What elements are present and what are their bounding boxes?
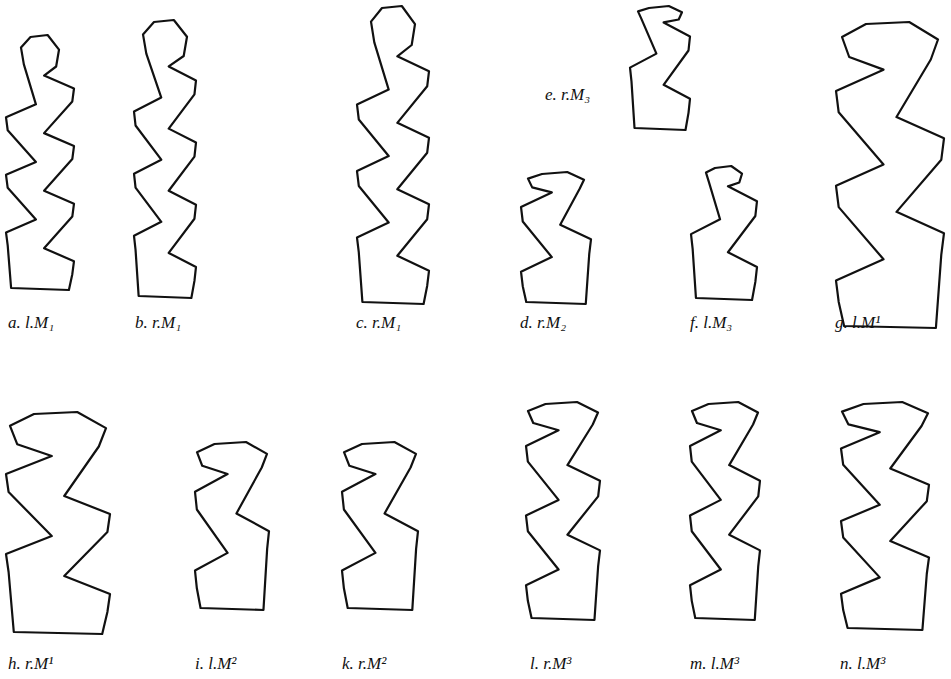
tooth-label: l. r.M³ bbox=[530, 655, 571, 672]
tooth-label: c. r.M₁ bbox=[356, 314, 401, 331]
tooth-label: a. l.M₁ bbox=[8, 314, 54, 331]
tooth-label: e. r.M₃ bbox=[545, 86, 590, 103]
tooth-label: h. r.M¹ bbox=[8, 655, 53, 672]
molar-outline bbox=[6, 35, 74, 290]
tooth-label: d. r.M₂ bbox=[520, 314, 566, 331]
molar-outline bbox=[690, 402, 760, 620]
tooth-label: i. l.M² bbox=[195, 655, 236, 672]
molar-outline bbox=[526, 402, 600, 620]
molar-outline bbox=[357, 6, 429, 304]
tooth-label: m. l.M³ bbox=[690, 655, 739, 672]
molar-outline bbox=[841, 402, 929, 630]
tooth-label: n. l.M³ bbox=[840, 655, 885, 672]
molar-outline bbox=[521, 172, 591, 304]
tooth-label: g. l.M¹ bbox=[835, 314, 880, 331]
molar-outline bbox=[134, 20, 196, 298]
tooth-label: k. r.M² bbox=[342, 655, 386, 672]
molar-outline bbox=[195, 442, 269, 610]
molar-outline bbox=[836, 22, 944, 328]
molar-outline bbox=[630, 6, 690, 130]
tooth-label: b. r.M₁ bbox=[135, 314, 181, 331]
molar-outline bbox=[342, 442, 418, 610]
tooth-label: f. l.M₃ bbox=[690, 314, 732, 331]
molar-outline bbox=[6, 412, 110, 634]
molar-outline bbox=[691, 166, 757, 300]
